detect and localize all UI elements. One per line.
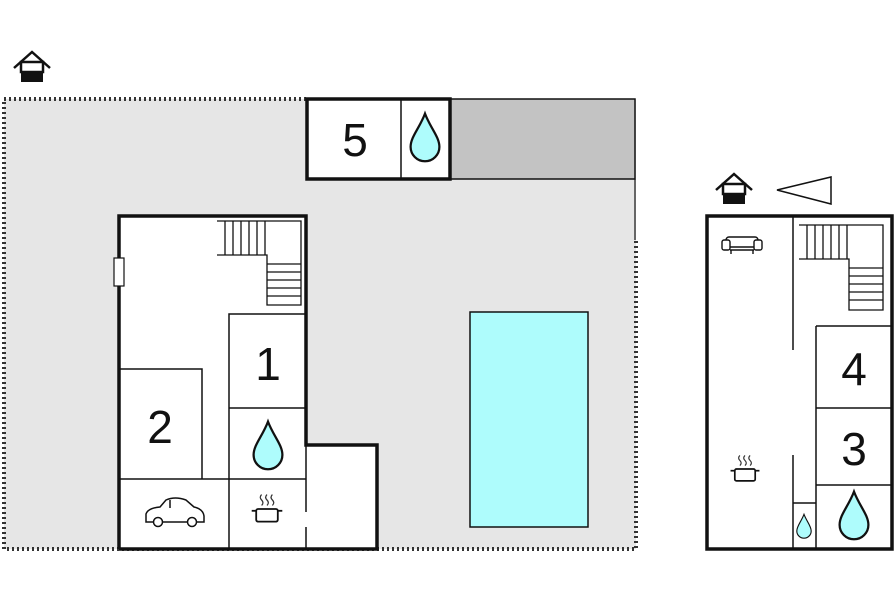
- room-1-label: 1: [255, 338, 281, 390]
- staircase-icon: [217, 220, 302, 306]
- room-3-label: 3: [841, 423, 867, 475]
- interior-walls: [792, 216, 892, 549]
- floor-level-icon: [714, 172, 754, 206]
- room-5-label: 5: [342, 114, 368, 166]
- upper-floor-plan: 4 3: [705, 172, 894, 551]
- room-4-label: 4: [841, 343, 867, 395]
- ground-floor-plan: 5 1 2: [2, 50, 638, 551]
- garden-fence: [2, 97, 638, 551]
- sofa-icon: [721, 236, 763, 254]
- floor-level-icon: [12, 50, 52, 84]
- room-2-label: 2: [147, 401, 173, 453]
- swimming-pool: [469, 311, 589, 528]
- direction-arrow-icon: [776, 176, 832, 205]
- room-5: [305, 97, 452, 181]
- staircase-icon: [799, 224, 884, 311]
- car-icon: [145, 497, 205, 528]
- interior-walls: [119, 313, 307, 549]
- window: [113, 257, 125, 287]
- terrace-area: [449, 98, 636, 180]
